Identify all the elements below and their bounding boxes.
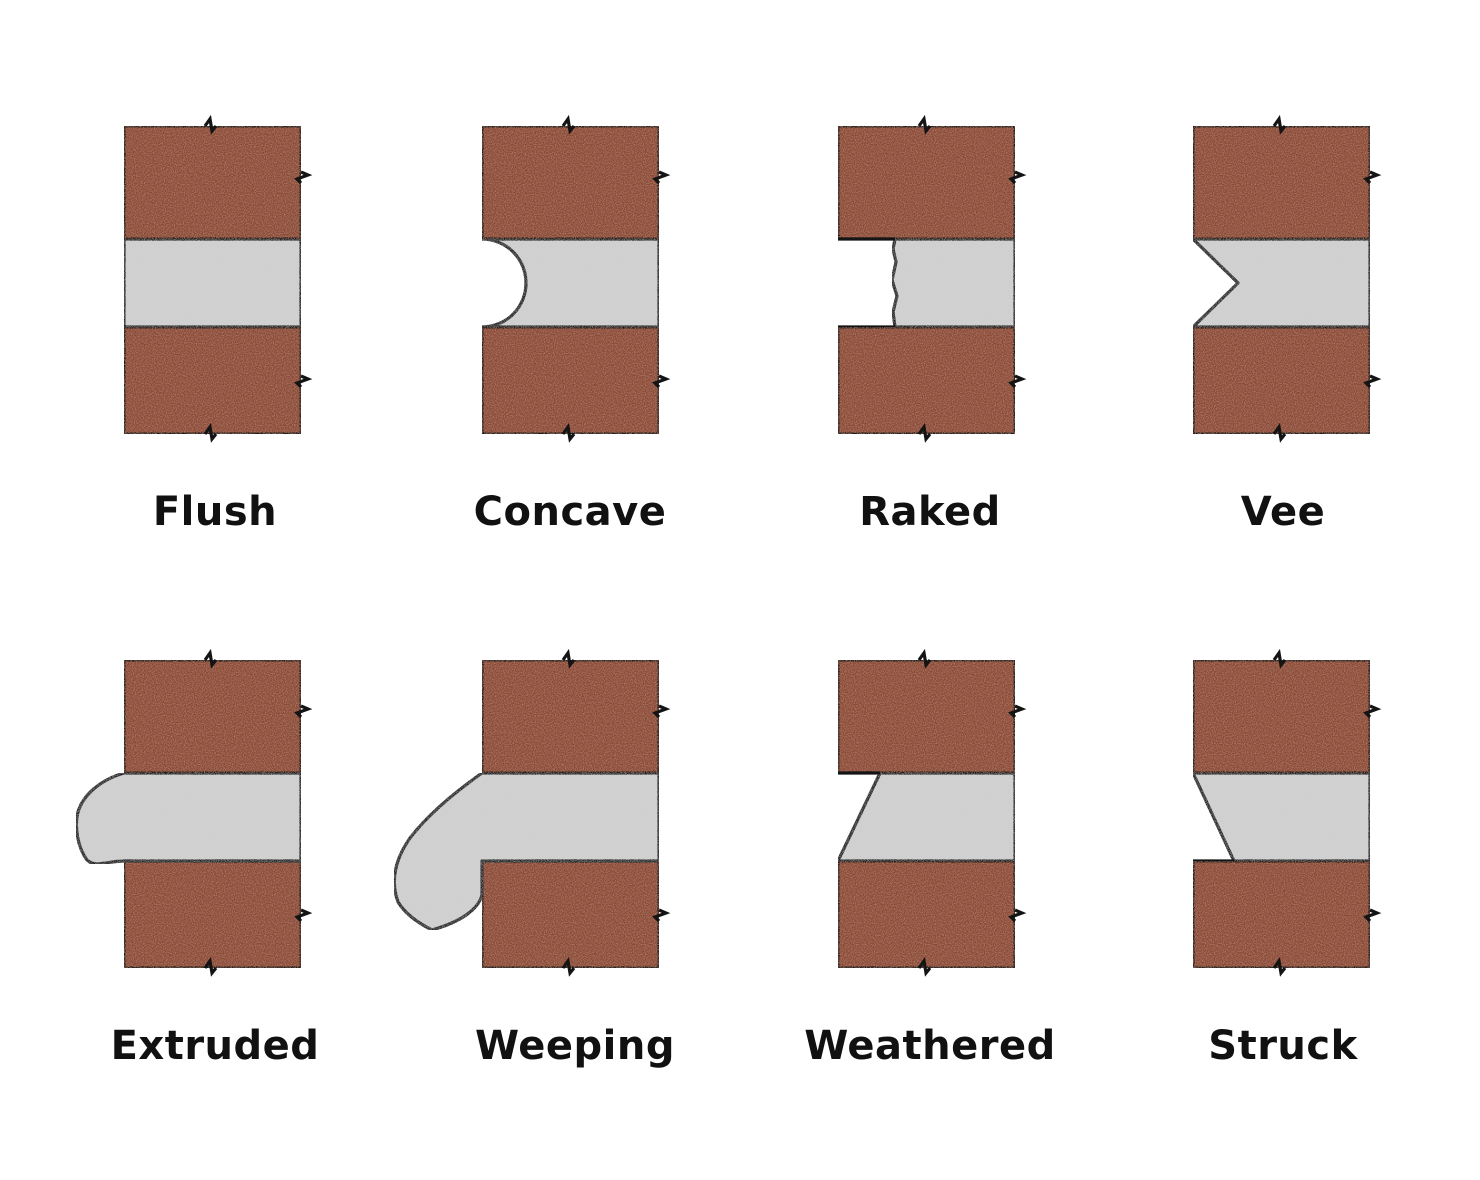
brick-top	[1191, 124, 1372, 241]
joint-raked	[836, 114, 1027, 443]
label-struck: Struck	[1208, 1023, 1358, 1069]
break-line-marks	[1272, 648, 1382, 977]
brick-top	[122, 124, 303, 241]
joint-vee	[1191, 114, 1382, 443]
brick-top	[480, 124, 661, 241]
mortar-joint	[890, 237, 1017, 329]
label-vee: Vee	[1240, 489, 1326, 535]
brick-top	[836, 658, 1017, 775]
brick-bottom	[480, 859, 661, 970]
brick-top	[1191, 658, 1372, 775]
label-extruded: Extruded	[110, 1023, 320, 1069]
break-line-marks	[561, 648, 671, 977]
joint-struck	[1191, 648, 1382, 977]
brick-top	[836, 124, 1017, 241]
mortar-joint	[480, 237, 661, 329]
brick-bottom	[836, 325, 1017, 436]
brick-bottom	[1191, 325, 1372, 436]
label-concave: Concave	[473, 489, 667, 535]
brick-top	[122, 658, 303, 775]
break-line-marks	[203, 114, 313, 443]
brick-bottom	[122, 859, 303, 970]
mortar-joint	[74, 771, 303, 866]
label-raked: Raked	[859, 489, 1001, 535]
label-weeping: Weeping	[475, 1023, 675, 1069]
break-line-marks	[917, 114, 1027, 443]
brick-bottom	[122, 325, 303, 436]
brick-top	[480, 658, 661, 775]
brick-bottom	[1191, 859, 1372, 970]
break-line-marks	[917, 648, 1027, 977]
joint-flush	[122, 114, 313, 443]
label-flush: Flush	[152, 489, 278, 535]
label-weathered: Weathered	[804, 1023, 1056, 1069]
mortar-joint	[122, 237, 303, 329]
mortar-joint	[1191, 771, 1372, 863]
break-line-marks	[1272, 114, 1382, 443]
joint-weeping	[392, 648, 671, 977]
joint-extruded	[74, 648, 313, 977]
mortar-joint	[1191, 237, 1372, 329]
break-line-marks	[203, 648, 313, 977]
joint-concave	[480, 114, 671, 443]
brick-bottom	[836, 859, 1017, 970]
brick-bottom	[480, 325, 661, 436]
mortar-joint	[392, 771, 661, 932]
break-line-marks	[561, 114, 671, 443]
mortar-joint	[836, 771, 1017, 863]
joint-weathered	[836, 648, 1027, 977]
